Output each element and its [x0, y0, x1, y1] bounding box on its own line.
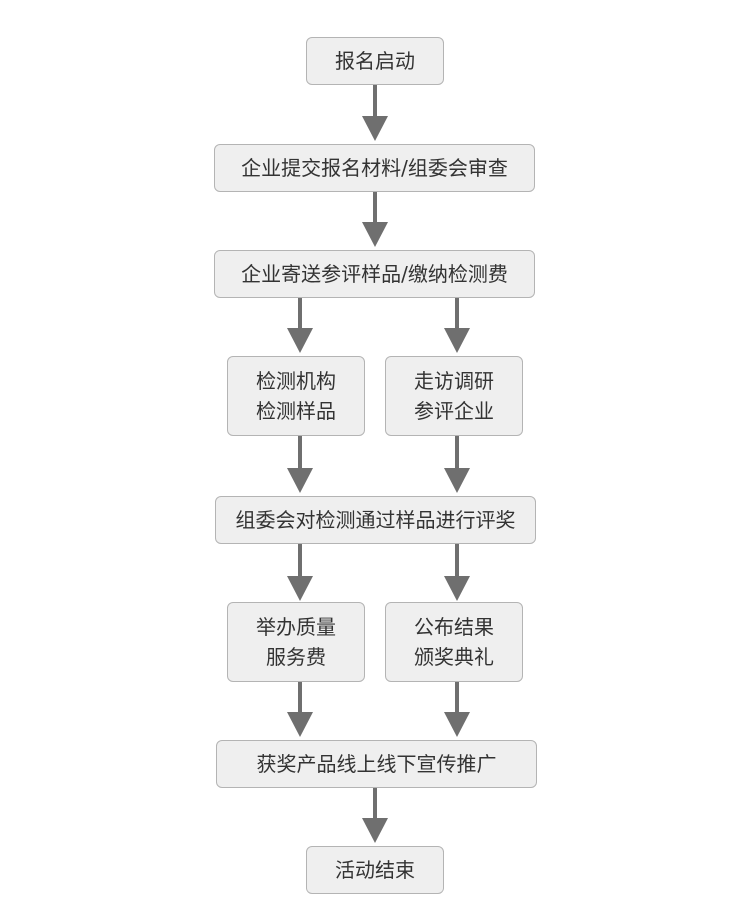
node-label: 企业寄送参评样品/缴纳检测费	[241, 262, 508, 286]
arrow-promote-to-end	[362, 788, 388, 843]
node-quality-service: 举办质量 服务费	[227, 602, 365, 682]
arrow-announce-to-promote	[444, 682, 470, 737]
node-submit-materials: 企业提交报名材料/组委会审查	[214, 144, 535, 192]
arrow-review-to-announce	[444, 544, 470, 601]
node-label-line2: 服务费	[266, 645, 326, 669]
node-label-line2: 检测样品	[256, 399, 336, 423]
node-label-line1: 举办质量	[256, 615, 336, 639]
node-committee-review: 组委会对检测通过样品进行评奖	[215, 496, 536, 544]
node-label-line1: 走访调研	[414, 369, 494, 393]
node-label: 组委会对检测通过样品进行评奖	[235, 508, 516, 532]
node-label: 企业提交报名材料/组委会审查	[241, 156, 508, 180]
arrow-service-to-promote	[287, 682, 313, 737]
arrow-test-to-review	[287, 436, 313, 493]
node-label-line1: 公布结果	[414, 615, 494, 639]
arrow-send-to-test	[287, 298, 313, 353]
node-site-visit: 走访调研 参评企业	[385, 356, 523, 436]
node-label: 获奖产品线上线下宣传推广	[256, 752, 497, 776]
arrow-send-to-visit	[444, 298, 470, 353]
node-label: 活动结束	[335, 858, 415, 882]
arrow-start-to-submit	[362, 85, 388, 141]
arrow-visit-to-review	[444, 436, 470, 493]
node-label-line1: 检测机构	[256, 369, 336, 393]
node-registration-start: 报名启动	[306, 37, 444, 85]
node-announce-results: 公布结果 颁奖典礼	[385, 602, 523, 682]
node-promotion: 获奖产品线上线下宣传推广	[216, 740, 537, 788]
arrow-review-to-service	[287, 544, 313, 601]
arrow-submit-to-send	[362, 192, 388, 247]
node-label-line2: 参评企业	[414, 399, 494, 423]
node-label: 报名启动	[335, 49, 415, 73]
node-testing: 检测机构 检测样品	[227, 356, 365, 436]
node-send-samples: 企业寄送参评样品/缴纳检测费	[214, 250, 535, 298]
node-label-line2: 颁奖典礼	[414, 645, 494, 669]
node-activity-end: 活动结束	[306, 846, 444, 894]
